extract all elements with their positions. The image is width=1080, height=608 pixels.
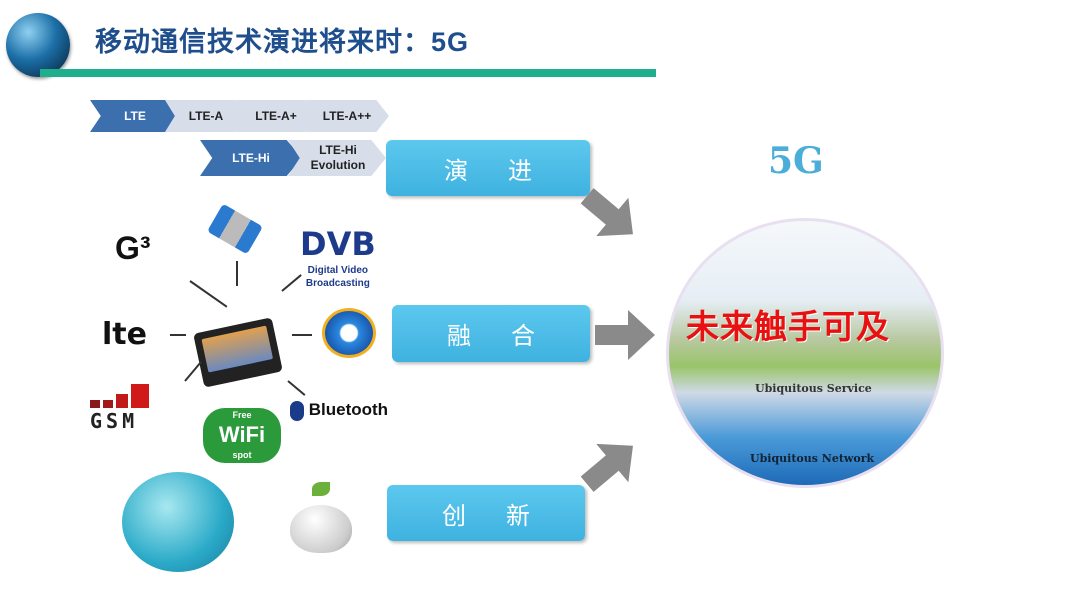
- connector-line: [281, 274, 302, 292]
- slide-title: 移动通信技术演进将来时：5G: [95, 27, 470, 57]
- wifi-bottom: spot: [232, 450, 252, 460]
- chevron-lte: LTE: [90, 100, 180, 132]
- arrow-right-icon: [595, 310, 655, 360]
- sprout-icon: [312, 482, 330, 496]
- bluetooth-text: Bluetooth: [308, 400, 389, 419]
- gsm-text: GSM: [90, 409, 139, 433]
- chevron-lte-a: LTE-A: [165, 100, 247, 132]
- box-evolve: 演进: [386, 140, 590, 196]
- satellite-icon: [207, 203, 263, 255]
- connector-line: [236, 261, 238, 286]
- ie-browser-icon: [322, 308, 376, 358]
- seedling-egg-image: [290, 505, 352, 553]
- box-innovate: 创新: [387, 485, 585, 541]
- dvb-sub2: Broadcasting: [305, 278, 370, 289]
- connector-line: [184, 361, 202, 382]
- gsm-logo: GSM: [90, 384, 180, 434]
- chevron-lte-hi-evolution: LTE-Hi Evolution: [288, 140, 386, 176]
- connector-line: [189, 280, 228, 308]
- connector-line: [287, 380, 306, 396]
- dvb-text: DVB: [300, 225, 376, 263]
- chevron-lte-a-plus-plus: LTE-A++: [305, 100, 389, 132]
- connector-line: [170, 334, 186, 336]
- ubiquitous-service-label: Ubiquitous Service: [755, 382, 872, 395]
- box-converge: 融合: [392, 305, 590, 362]
- slogan: 未来触手可及: [686, 308, 890, 345]
- earth-tree-image: [122, 472, 234, 572]
- chevron-lte-hi: LTE-Hi: [200, 140, 302, 176]
- 5g-vision-globe: [666, 218, 944, 488]
- chevron-lte-a-plus: LTE-A+: [235, 100, 317, 132]
- ubiquitous-network-label: Ubiquitous Network: [750, 452, 875, 465]
- wifi-top: Free: [232, 410, 252, 420]
- tablet-device-icon: [193, 317, 283, 388]
- globe-icon: [6, 13, 70, 77]
- wifi-text: WiFi: [218, 422, 266, 447]
- bluetooth-logo: Bluetooth: [290, 398, 388, 422]
- connector-line: [292, 334, 312, 336]
- 5g-label: 5G: [768, 140, 824, 182]
- dvb-sub1: Digital Video: [307, 265, 369, 276]
- lte-logo: lte: [102, 317, 147, 352]
- bluetooth-icon: [290, 400, 304, 421]
- title-divider: [40, 69, 656, 77]
- g3-logo: G³: [115, 230, 151, 266]
